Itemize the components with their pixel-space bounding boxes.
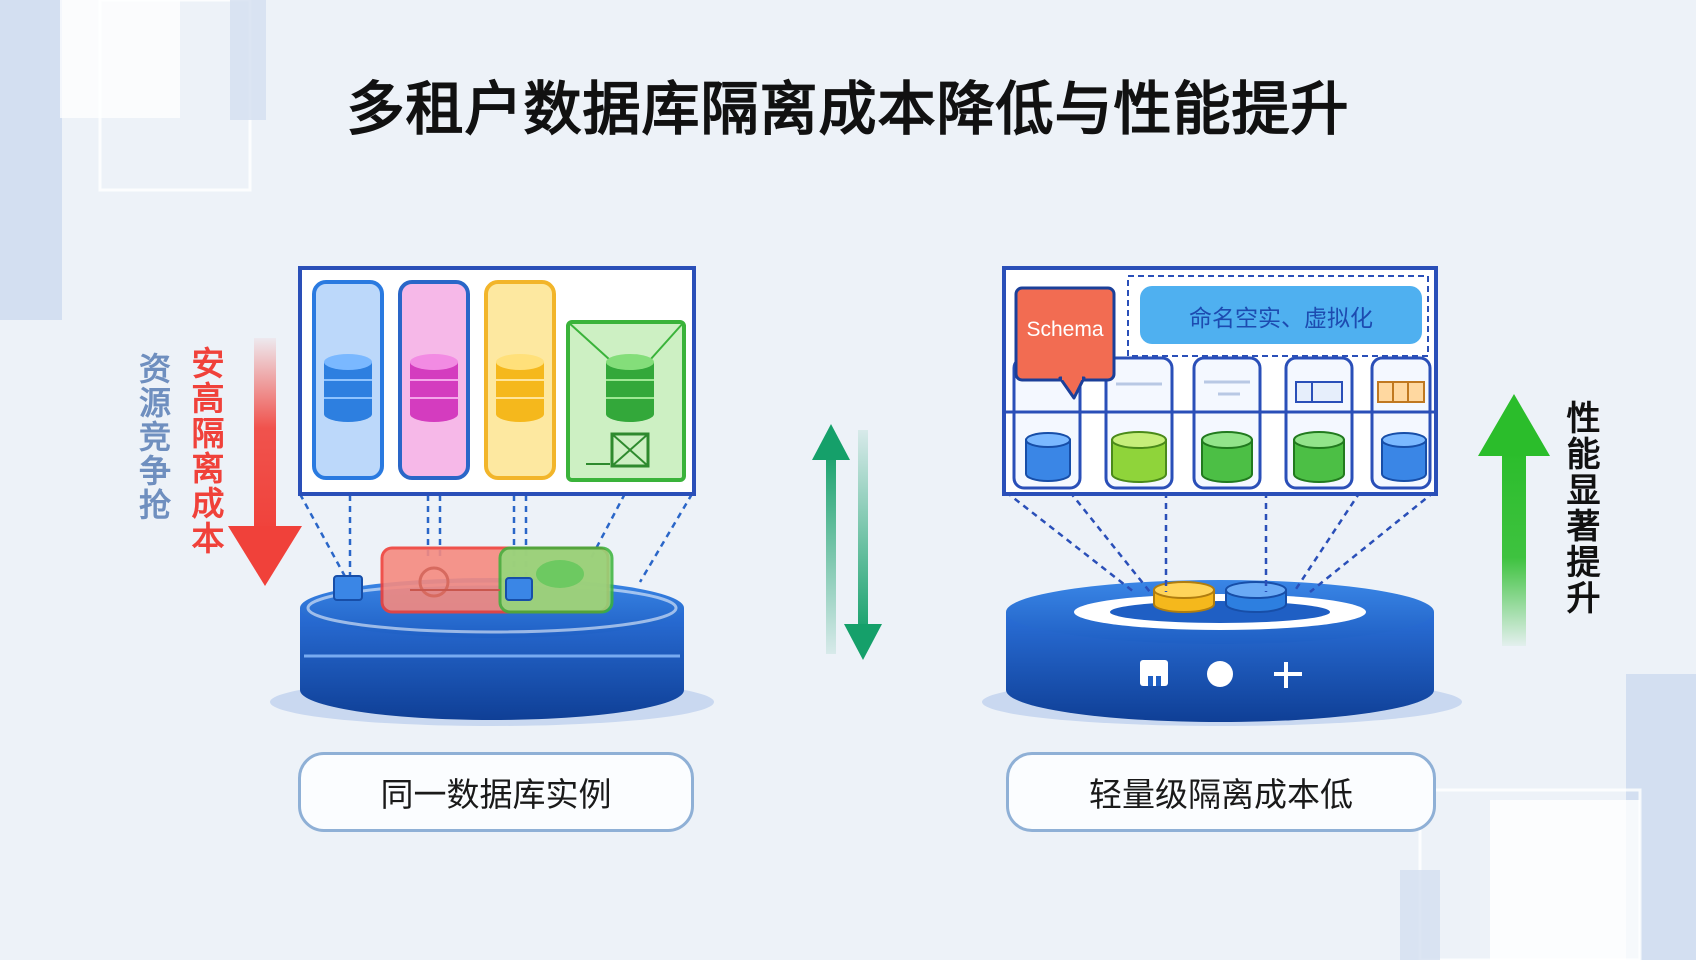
page-title: 多租户数据库隔离成本降低与性能提升 (346, 75, 1350, 143)
server-platform-icon (982, 580, 1462, 726)
schema-callout (1014, 286, 1116, 400)
database-icon (410, 354, 458, 422)
database-icon (1025, 432, 1071, 482)
namespace-dashed-frame (1127, 275, 1429, 357)
namespace-label: 命名空实、虚拟化 (1189, 306, 1373, 332)
right-caption-box: 轻量级隔离成本低 (1006, 752, 1436, 832)
arrow-up-icon (1478, 394, 1550, 646)
database-icon (1201, 431, 1253, 483)
left-caption-box: 同一数据库实例 (298, 752, 694, 832)
shared-resource-block (380, 546, 614, 614)
database-icon (1381, 432, 1427, 482)
database-icon (1225, 581, 1287, 613)
performance-boost-label: 性能显著提升 (1560, 400, 1600, 616)
database-icon (496, 354, 544, 422)
same-db-instance-label: 同一数据库实例 (380, 775, 612, 814)
high-isolation-cost-label: 安高隔离成本 (186, 346, 225, 556)
resource-contention-label: 资源竞争抢 (134, 352, 172, 522)
namespace-banner (1140, 286, 1422, 344)
database-icon (324, 354, 372, 422)
connector-lines (1005, 491, 1435, 593)
database-icon (606, 354, 654, 422)
swap-arrows-icon (812, 424, 882, 660)
database-icon (1111, 431, 1167, 483)
database-icon (1293, 431, 1345, 483)
schema-label: Schema (1026, 318, 1104, 341)
lightweight-isolation-label: 轻量级隔离成本低 (1089, 775, 1353, 814)
arrow-down-icon (228, 338, 302, 586)
database-icon (1153, 581, 1215, 613)
small-block-icon (333, 575, 533, 601)
server-platform-icon (270, 578, 714, 726)
